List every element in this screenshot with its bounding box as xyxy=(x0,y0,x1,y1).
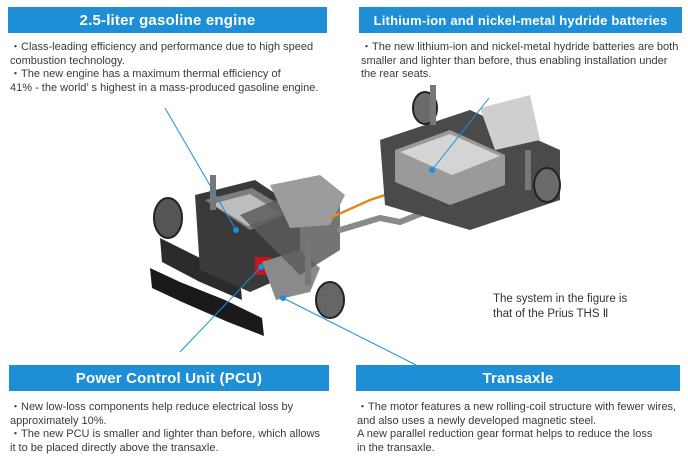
engine-line-2: combustion technology. xyxy=(10,54,125,67)
engine-line-1: ・Class-leading efficiency and performanc… xyxy=(10,41,314,53)
front-right-shock xyxy=(305,240,311,285)
batteries-line-1: ・The new lithium-ion and nickel-metal hy… xyxy=(361,41,679,53)
front-left-wheel xyxy=(153,197,183,239)
engine-line-3: ・The new engine has a maximum thermal ef… xyxy=(10,68,281,80)
pcu-leader-line xyxy=(179,266,262,353)
front-bumper xyxy=(150,268,264,336)
system-note: The system in the figure is that of the … xyxy=(493,292,683,322)
front-left-shock xyxy=(210,175,216,210)
battery-leader-line xyxy=(431,97,490,171)
note-line-1: The system in the figure is xyxy=(493,293,628,305)
pcu-description: ・New low-loss components help reduce ele… xyxy=(10,401,340,455)
batteries-line-3: the rear seats. xyxy=(361,68,432,80)
transaxle-leader-line xyxy=(282,297,417,366)
engine-title: 2.5-liter gasoline engine xyxy=(8,7,327,33)
transaxle-description: ・The motor features a new rolling-coil s… xyxy=(357,401,687,455)
batteries-line-2: smaller and lighter than before, thus en… xyxy=(361,54,668,67)
batteries-description: ・The new lithium-ion and nickel-metal hy… xyxy=(361,41,686,82)
engine-leader-line xyxy=(164,107,237,231)
rear-right-shock xyxy=(525,150,531,190)
rear-right-hub xyxy=(533,167,561,203)
transaxle-leader-dot xyxy=(280,295,286,301)
note-line-2: that of the Prius THS Ⅱ xyxy=(493,308,609,320)
pcu-leader-dot xyxy=(258,264,264,270)
pcu-line-2: approximately 10%. xyxy=(10,414,107,427)
engine-leader-dot xyxy=(233,227,239,233)
battery-leader-dot xyxy=(429,167,435,173)
pcu-line-1: ・New low-loss components help reduce ele… xyxy=(10,401,294,413)
front-right-wheel xyxy=(315,281,345,319)
transaxle-line-4: in the transaxle. xyxy=(357,441,435,454)
transaxle-line-2: and also uses a newly developed magnetic… xyxy=(357,414,597,427)
transaxle-line-1: ・The motor features a new rolling-coil s… xyxy=(357,401,677,413)
pcu-line-4: it to be placed directly above the trans… xyxy=(10,441,219,454)
rear-left-shock xyxy=(430,85,436,125)
intake-manifold xyxy=(270,175,345,228)
batteries-title: Lithium-ion and nickel-metal hydride bat… xyxy=(359,7,682,33)
pcu-line-3: ・The new PCU is smaller and lighter than… xyxy=(10,428,320,440)
engine-line-4: 41% - the world’ s highest in a mass-pro… xyxy=(10,81,319,94)
engine-description: ・Class-leading efficiency and performanc… xyxy=(10,41,340,95)
battery-top xyxy=(400,134,500,175)
transaxle-line-3: A new parallel reduction gear format hel… xyxy=(357,428,653,440)
pcu-title: Power Control Unit (PCU) xyxy=(9,365,329,391)
fuel-tank xyxy=(480,95,540,150)
transaxle-title: Transaxle xyxy=(356,365,680,391)
